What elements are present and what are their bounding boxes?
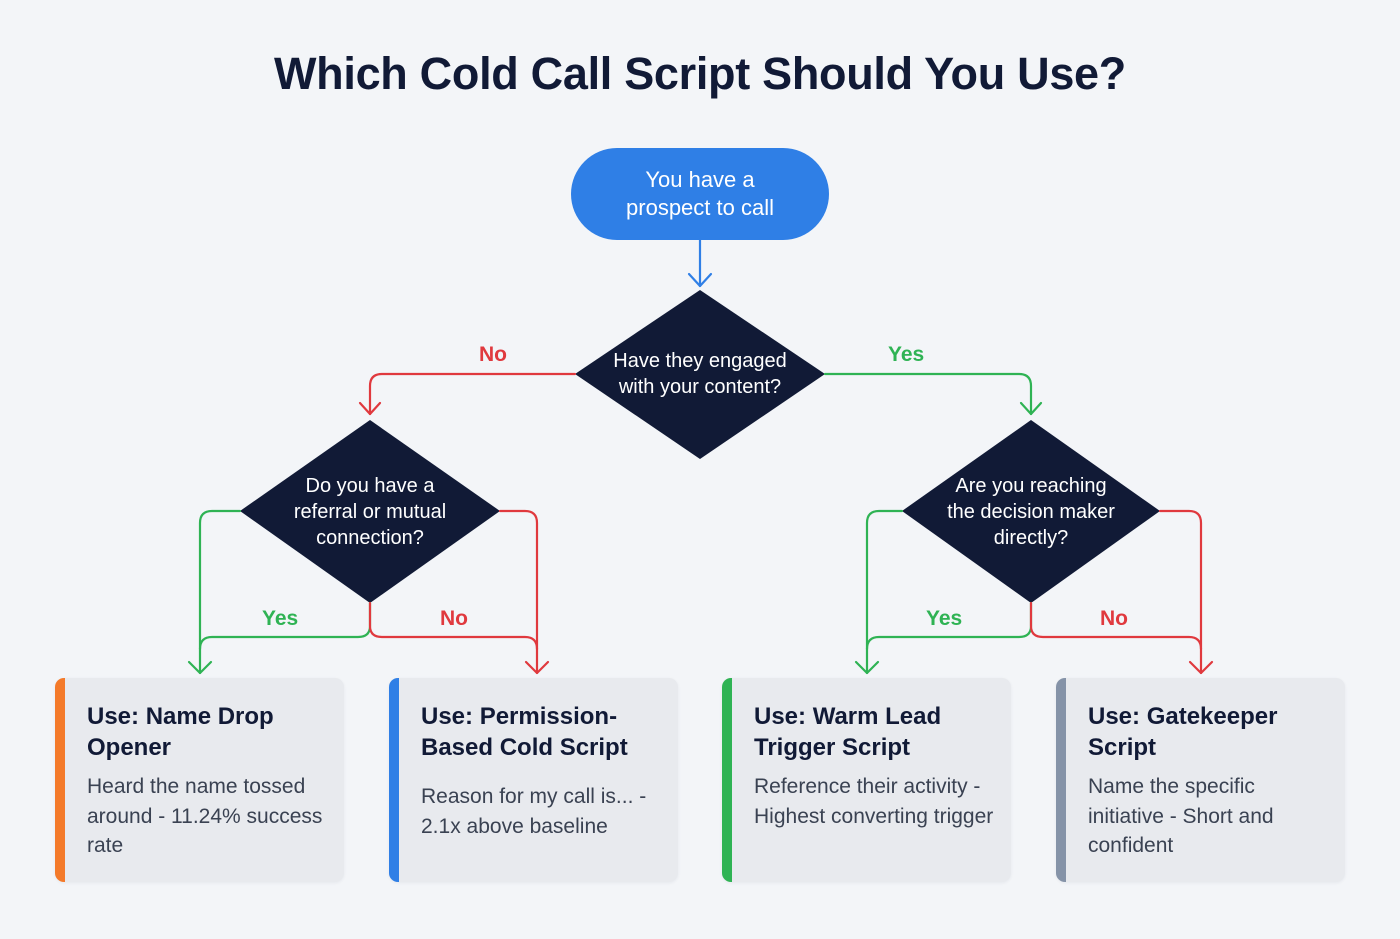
- card-title: Use: Name Drop Opener: [87, 703, 274, 761]
- arrow-start-to-engaged: [687, 238, 713, 288]
- card-accent-bar: [1056, 678, 1066, 882]
- arrow-referral-no: [368, 509, 550, 675]
- decision-diamond-decision-maker: [902, 420, 1160, 603]
- edge-label-decision-maker-no: No: [1100, 607, 1128, 630]
- arrow-engaged-yes: [823, 372, 1043, 416]
- card-description: Reason for my call is... - 2.1x above ba…: [421, 785, 647, 838]
- start-node: You have a prospect to call: [571, 148, 829, 240]
- card-accent-bar: [722, 678, 732, 882]
- decision-referral-label: Do you have a referral or mutual connect…: [293, 475, 447, 549]
- edge-label-referral-no: No: [440, 607, 468, 630]
- decision-diamond-referral: [240, 420, 500, 603]
- edge-label-referral-yes: Yes: [262, 607, 299, 630]
- arrow-engaged-no: [358, 372, 577, 416]
- outcome-card-warm-lead: Use: Warm Lead Trigger Script Reference …: [722, 678, 1011, 882]
- edge-label-decision-maker-yes: Yes: [926, 607, 963, 630]
- decision-diamond-engaged: [575, 290, 825, 459]
- edge-label-engaged-no: No: [479, 343, 507, 366]
- card-accent-bar: [389, 678, 399, 882]
- decision-engaged-label: Have they engaged with your content?: [613, 350, 787, 398]
- edge-label-engaged-yes: Yes: [888, 343, 925, 366]
- card-description: Heard the name tossed around - 11.24% su…: [87, 775, 323, 857]
- card-accent-bar: [55, 678, 65, 882]
- card-title: Use: Warm Lead Trigger Script: [754, 703, 942, 761]
- card-description: Name the specific initiative - Short and…: [1088, 775, 1274, 857]
- start-node-label: You have a prospect to call: [626, 167, 774, 220]
- page-title: Which Cold Call Script Should You Use?: [274, 48, 1126, 99]
- outcome-card-name-drop: Use: Name Drop Opener Heard the name tos…: [55, 678, 344, 882]
- arrow-decision-maker-no: [1029, 509, 1214, 675]
- card-description: Reference their activity - Highest conve…: [754, 775, 994, 828]
- card-title: Use: Gatekeeper Script: [1088, 703, 1278, 761]
- outcome-card-gatekeeper: Use: Gatekeeper Script Name the specific…: [1056, 678, 1345, 882]
- card-title: Use: Permission-Based Cold Script: [421, 703, 628, 761]
- decision-decision-maker-label: Are you reaching the decision maker dire…: [947, 475, 1115, 549]
- outcome-card-permission-based: Use: Permission-Based Cold Script Reason…: [389, 678, 678, 882]
